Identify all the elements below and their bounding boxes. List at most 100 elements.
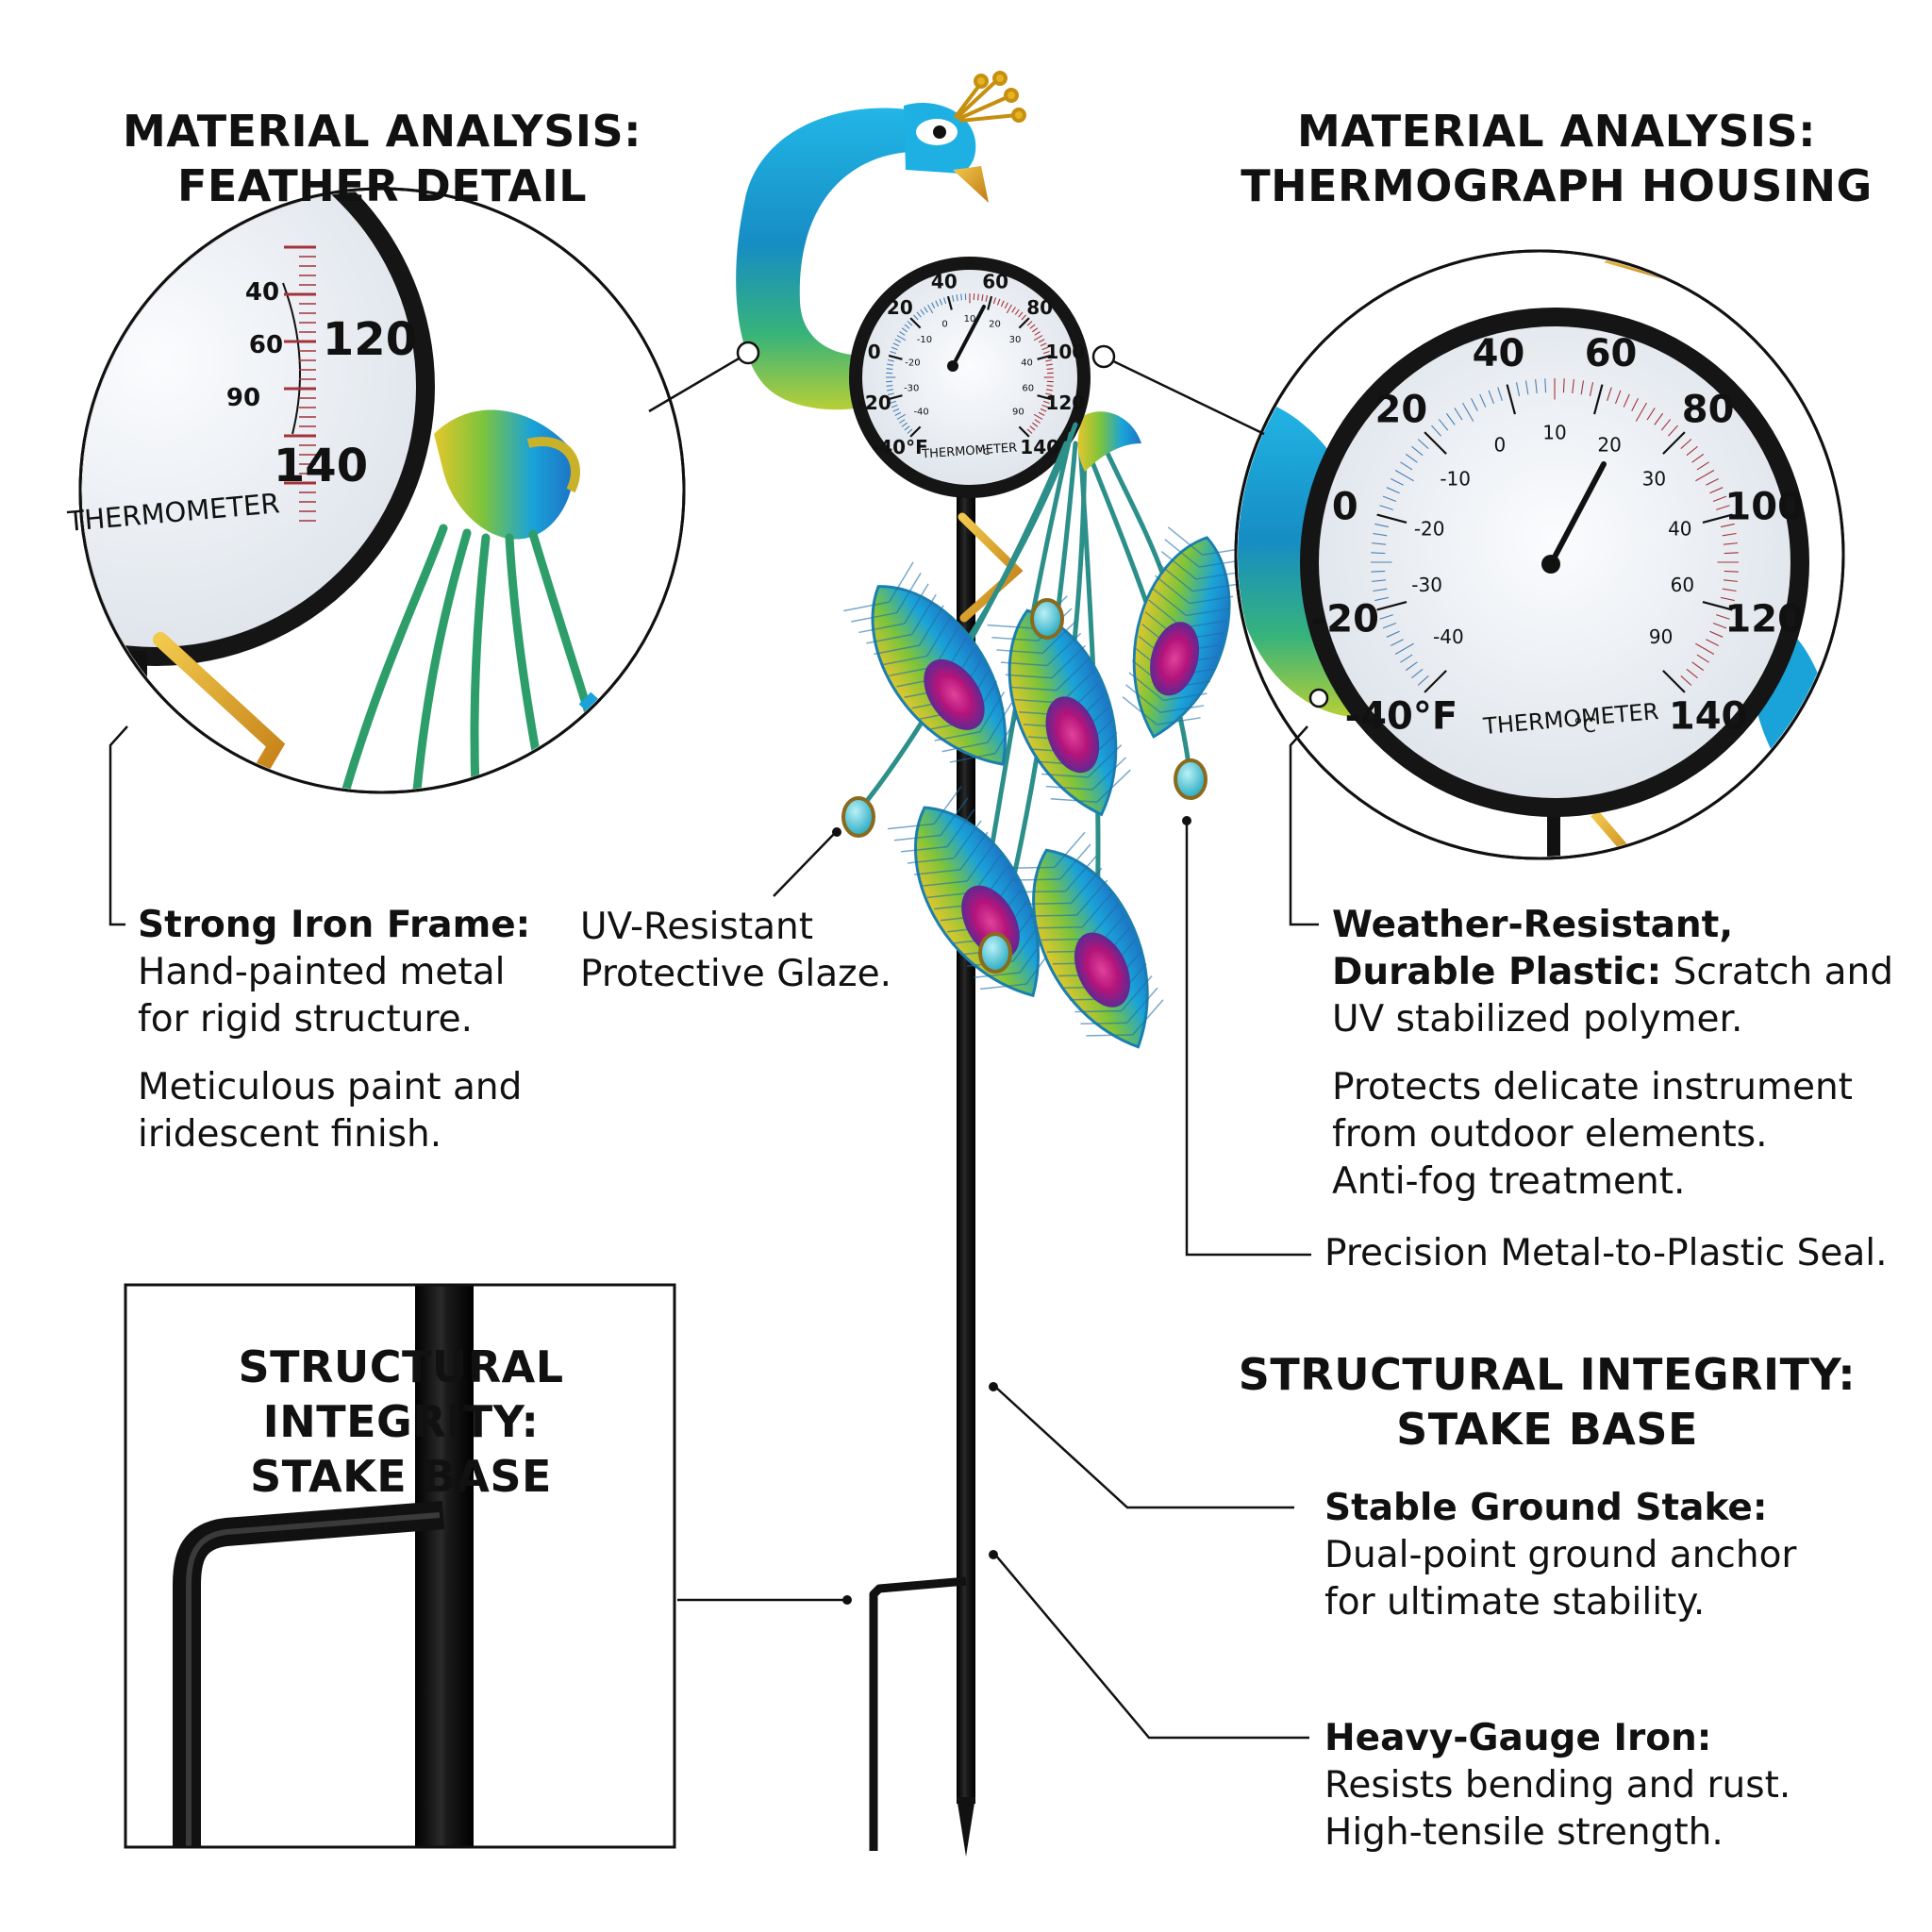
zoom-dial-tick [1411,445,1424,457]
zoom-dial-tick [1515,382,1521,397]
center-dial-f-label: -20 [858,391,891,414]
zoom-dial-tick [1445,412,1456,425]
zoom-dial-tick [1394,642,1414,655]
center-dial-tick [920,308,925,315]
center-dial-tick [1038,411,1045,416]
peacock-beak [953,166,989,203]
zoom-dial-tick [1712,622,1727,629]
zoom-dial-needle [1548,461,1607,567]
feather-fan [1077,411,1141,472]
center-dial-tick [977,293,979,301]
zoom-dial-f-label: -20 [1311,598,1379,641]
center-dial-tick [1026,321,1033,326]
zoom-dial-tick [1431,425,1441,437]
center-dial-c-label: 90 [1012,407,1024,417]
center-dial-f-label: 60 [982,271,1008,293]
iron-frame-callout: Strong Iron Frame: Hand-painted metal fo… [138,904,531,1156]
zoom-dial-tick [1391,639,1404,647]
center-dial-tick [1046,368,1054,370]
zoom-dial-tick [1372,579,1387,582]
zoom-dial-tick [1470,398,1478,411]
center-dial-f-label: 20 [887,296,913,319]
zoom-dial-tick [1488,390,1495,405]
zoom-dial-tick [1709,630,1724,638]
zoom-dial-f-label: 120 [1724,598,1804,641]
zoom-dial-tick [1623,393,1630,408]
zoom-dial-tick [1400,654,1413,663]
zoom-dial-tick [1691,453,1705,463]
center-dial-tick [956,294,958,302]
center-dial-tick [896,335,907,341]
zoom-dial-tick [1702,600,1733,611]
center-dial-tick [1045,389,1053,391]
zoom-dial-tick [1706,477,1719,486]
center-dial-c-label: -40 [913,407,928,417]
center-dial-tick [981,294,984,302]
zoom-dial-tick [1562,378,1565,393]
plastic-title: Weather-Resistant, [1332,904,1734,946]
zoom-dial-tick [1506,384,1517,415]
center-dial-c-label: 30 [1009,335,1022,345]
tail-feather [1122,526,1246,739]
center-dial-tick [886,385,893,387]
center-dial-tick [946,295,953,310]
zoom-dial-tick [1668,425,1678,437]
zoom-dial-tick [1391,477,1404,486]
stake-right-heading: STRUCTURAL INTEGRITY: STAKE BASE [1238,1349,1857,1455]
zoom-dial-tick [1386,630,1400,638]
center-dial-tick [901,422,908,427]
center-dial-f-label: 0 [868,341,881,363]
zoom-left-f-label: 60 [249,331,283,359]
center-dial-tick [1018,311,1024,318]
center-dial-c-label: 0 [941,320,947,330]
tail-feathers [841,411,1246,1049]
zoom-dial-f-label: 40 [1473,332,1525,375]
center-dial-tick [887,358,894,362]
center-dial-tick [1032,422,1039,427]
zoom-dial-tick [1417,439,1429,449]
zoom-dial-tick [1376,513,1407,525]
center-dial-tick [1037,354,1052,360]
zoom-dial-tick [1723,542,1738,545]
zoom-dial-tick [1709,487,1724,494]
zoom-dial-f-label: 20 [1375,388,1428,431]
center-dial-c-label: -10 [917,335,932,345]
iron-frame-title: Strong Iron Frame: [138,904,531,946]
zoom-dial-tick [1691,661,1705,672]
center-dial-tick [1034,331,1041,336]
center-dial-tick [887,363,894,366]
center-dial-tick [1042,350,1050,355]
ground-stake-title: Stable Ground Stake: [1324,1487,1768,1529]
center-dial-tick [942,297,947,305]
center-dial-tick [951,294,955,302]
center-dial-tick [1038,339,1045,343]
center-dial-tick [1033,335,1043,341]
zoom-left-f-label: 140 [274,440,368,492]
zoom-dial-tick [1454,408,1463,421]
zoom-dial-tick [1374,523,1390,528]
anchor-prong [869,1576,967,1851]
center-dial-tick [1034,419,1041,424]
zoom-dial-tick [1646,408,1656,421]
center-dial-tick [1042,400,1050,405]
zoom-dial-tick [1614,390,1622,405]
zoom-dial-tick [1371,552,1386,555]
center-dial-tick [924,307,928,313]
zoom-dial-tick [1662,431,1686,455]
housing-heading: MATERIAL ANALYSIS: THERMOGRAPH HOUSING [1241,106,1873,211]
zoom-dial-tick [1373,588,1388,592]
zoom-dial-tick [1572,379,1574,394]
center-dial-tick [899,419,906,424]
center-dial-tick [1033,413,1043,420]
center-dial-tick [1037,394,1052,401]
zoom-left-f-label: 90 [226,384,260,412]
zoom-dial-f-label: 100 [1724,485,1804,528]
zoom-dial-tick [1382,495,1397,503]
center-dial-tick [909,425,922,438]
zoom-dial-tick [1524,380,1529,395]
center-dial-tick [1045,392,1053,396]
heavy-iron-callout: Heavy-Gauge Iron: Resists bending and ru… [1324,1717,1791,1854]
zoom-left-f-label: 40 [245,278,279,307]
gold-bracket [958,512,1024,623]
